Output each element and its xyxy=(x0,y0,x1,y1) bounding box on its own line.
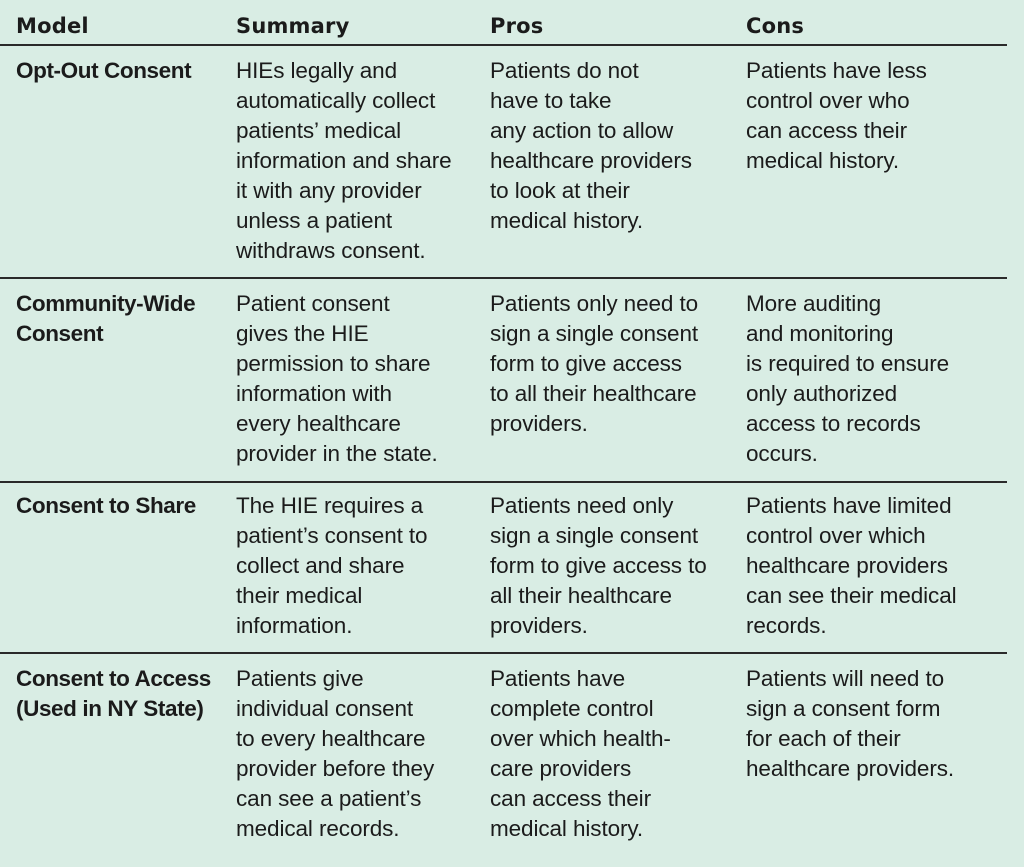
cons-cell: More auditing and monitoring is required… xyxy=(746,291,950,466)
model-cell: Opt-Out Consent xyxy=(16,58,192,83)
model-cell: Community-Wide Consent xyxy=(16,291,196,346)
pros-cell: Patients do not have to take any action … xyxy=(490,58,692,233)
row-divider xyxy=(0,652,1007,654)
header-cons: Cons xyxy=(746,14,805,38)
summary-cell: Patients give individual consent to ever… xyxy=(236,666,435,841)
summary-cell: The HIE requires a patient’s consent to … xyxy=(236,493,428,638)
summary-cell: HIEs legally and automatically collect p… xyxy=(236,58,452,263)
header-summary: Summary xyxy=(236,14,350,38)
header-divider xyxy=(0,44,1007,46)
row-divider xyxy=(0,481,1007,483)
header-pros: Pros xyxy=(490,14,544,38)
pros-cell: Patients have complete control over whic… xyxy=(490,666,671,841)
cons-cell: Patients have less control over who can … xyxy=(746,58,927,173)
cons-cell: Patients will need to sign a consent for… xyxy=(746,666,955,781)
row-divider xyxy=(0,277,1007,279)
summary-cell: Patient consent gives the HIE permission… xyxy=(236,291,438,466)
header-model: Model xyxy=(16,14,89,38)
model-cell: Consent to Share xyxy=(16,493,196,518)
cons-cell: Patients have limited control over which… xyxy=(746,493,957,638)
pros-cell: Patients need only sign a single consent… xyxy=(490,493,707,638)
pros-cell: Patients only need to sign a single cons… xyxy=(490,291,699,436)
model-cell: Consent to Access (Used in NY State) xyxy=(16,666,211,721)
